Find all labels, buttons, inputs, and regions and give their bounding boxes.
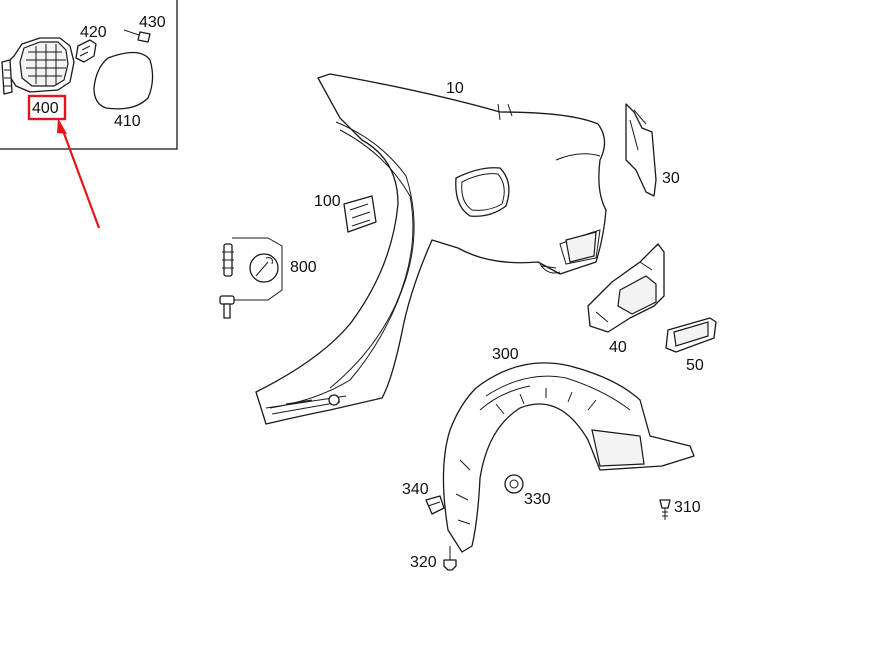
pin-430[interactable]: [123, 29, 151, 43]
label-50: 50: [686, 357, 704, 374]
wrench-icon: [249, 253, 279, 283]
label-30: 30: [662, 170, 680, 187]
wheel-liner-300[interactable]: [442, 362, 695, 553]
clip-340[interactable]: [425, 495, 445, 515]
label-800: 800: [290, 259, 317, 276]
label-410: 410: [114, 113, 141, 130]
label-400: 400: [32, 100, 59, 117]
grommet-50[interactable]: [665, 317, 717, 353]
lamp-bracket-40[interactable]: [587, 243, 665, 333]
highlight-box: [27, 94, 67, 121]
screw-320[interactable]: [443, 546, 457, 571]
fastener-set-800[interactable]: [219, 237, 283, 319]
label-10: 10: [446, 80, 464, 97]
bracket-30[interactable]: [625, 103, 657, 197]
inset-panel: 400 410 420 430: [0, 0, 178, 150]
label-40: 40: [609, 339, 627, 356]
fuel-flap-410[interactable]: [93, 51, 154, 110]
side-panel-10[interactable]: [255, 73, 607, 425]
plate-100[interactable]: [343, 195, 377, 233]
screw-310[interactable]: [659, 499, 671, 520]
label-320: 320: [410, 554, 437, 571]
hinge-420[interactable]: [75, 39, 97, 63]
pointer-arrow: [57, 118, 101, 229]
label-310: 310: [674, 499, 701, 516]
label-100: 100: [314, 193, 341, 210]
label-430: 430: [139, 14, 166, 31]
label-420: 420: [80, 24, 107, 41]
label-340: 340: [402, 481, 429, 498]
label-300: 300: [492, 346, 519, 363]
nut-330[interactable]: [504, 474, 524, 494]
label-330: 330: [524, 491, 551, 508]
fuel-filler-housing-400[interactable]: [1, 37, 75, 95]
